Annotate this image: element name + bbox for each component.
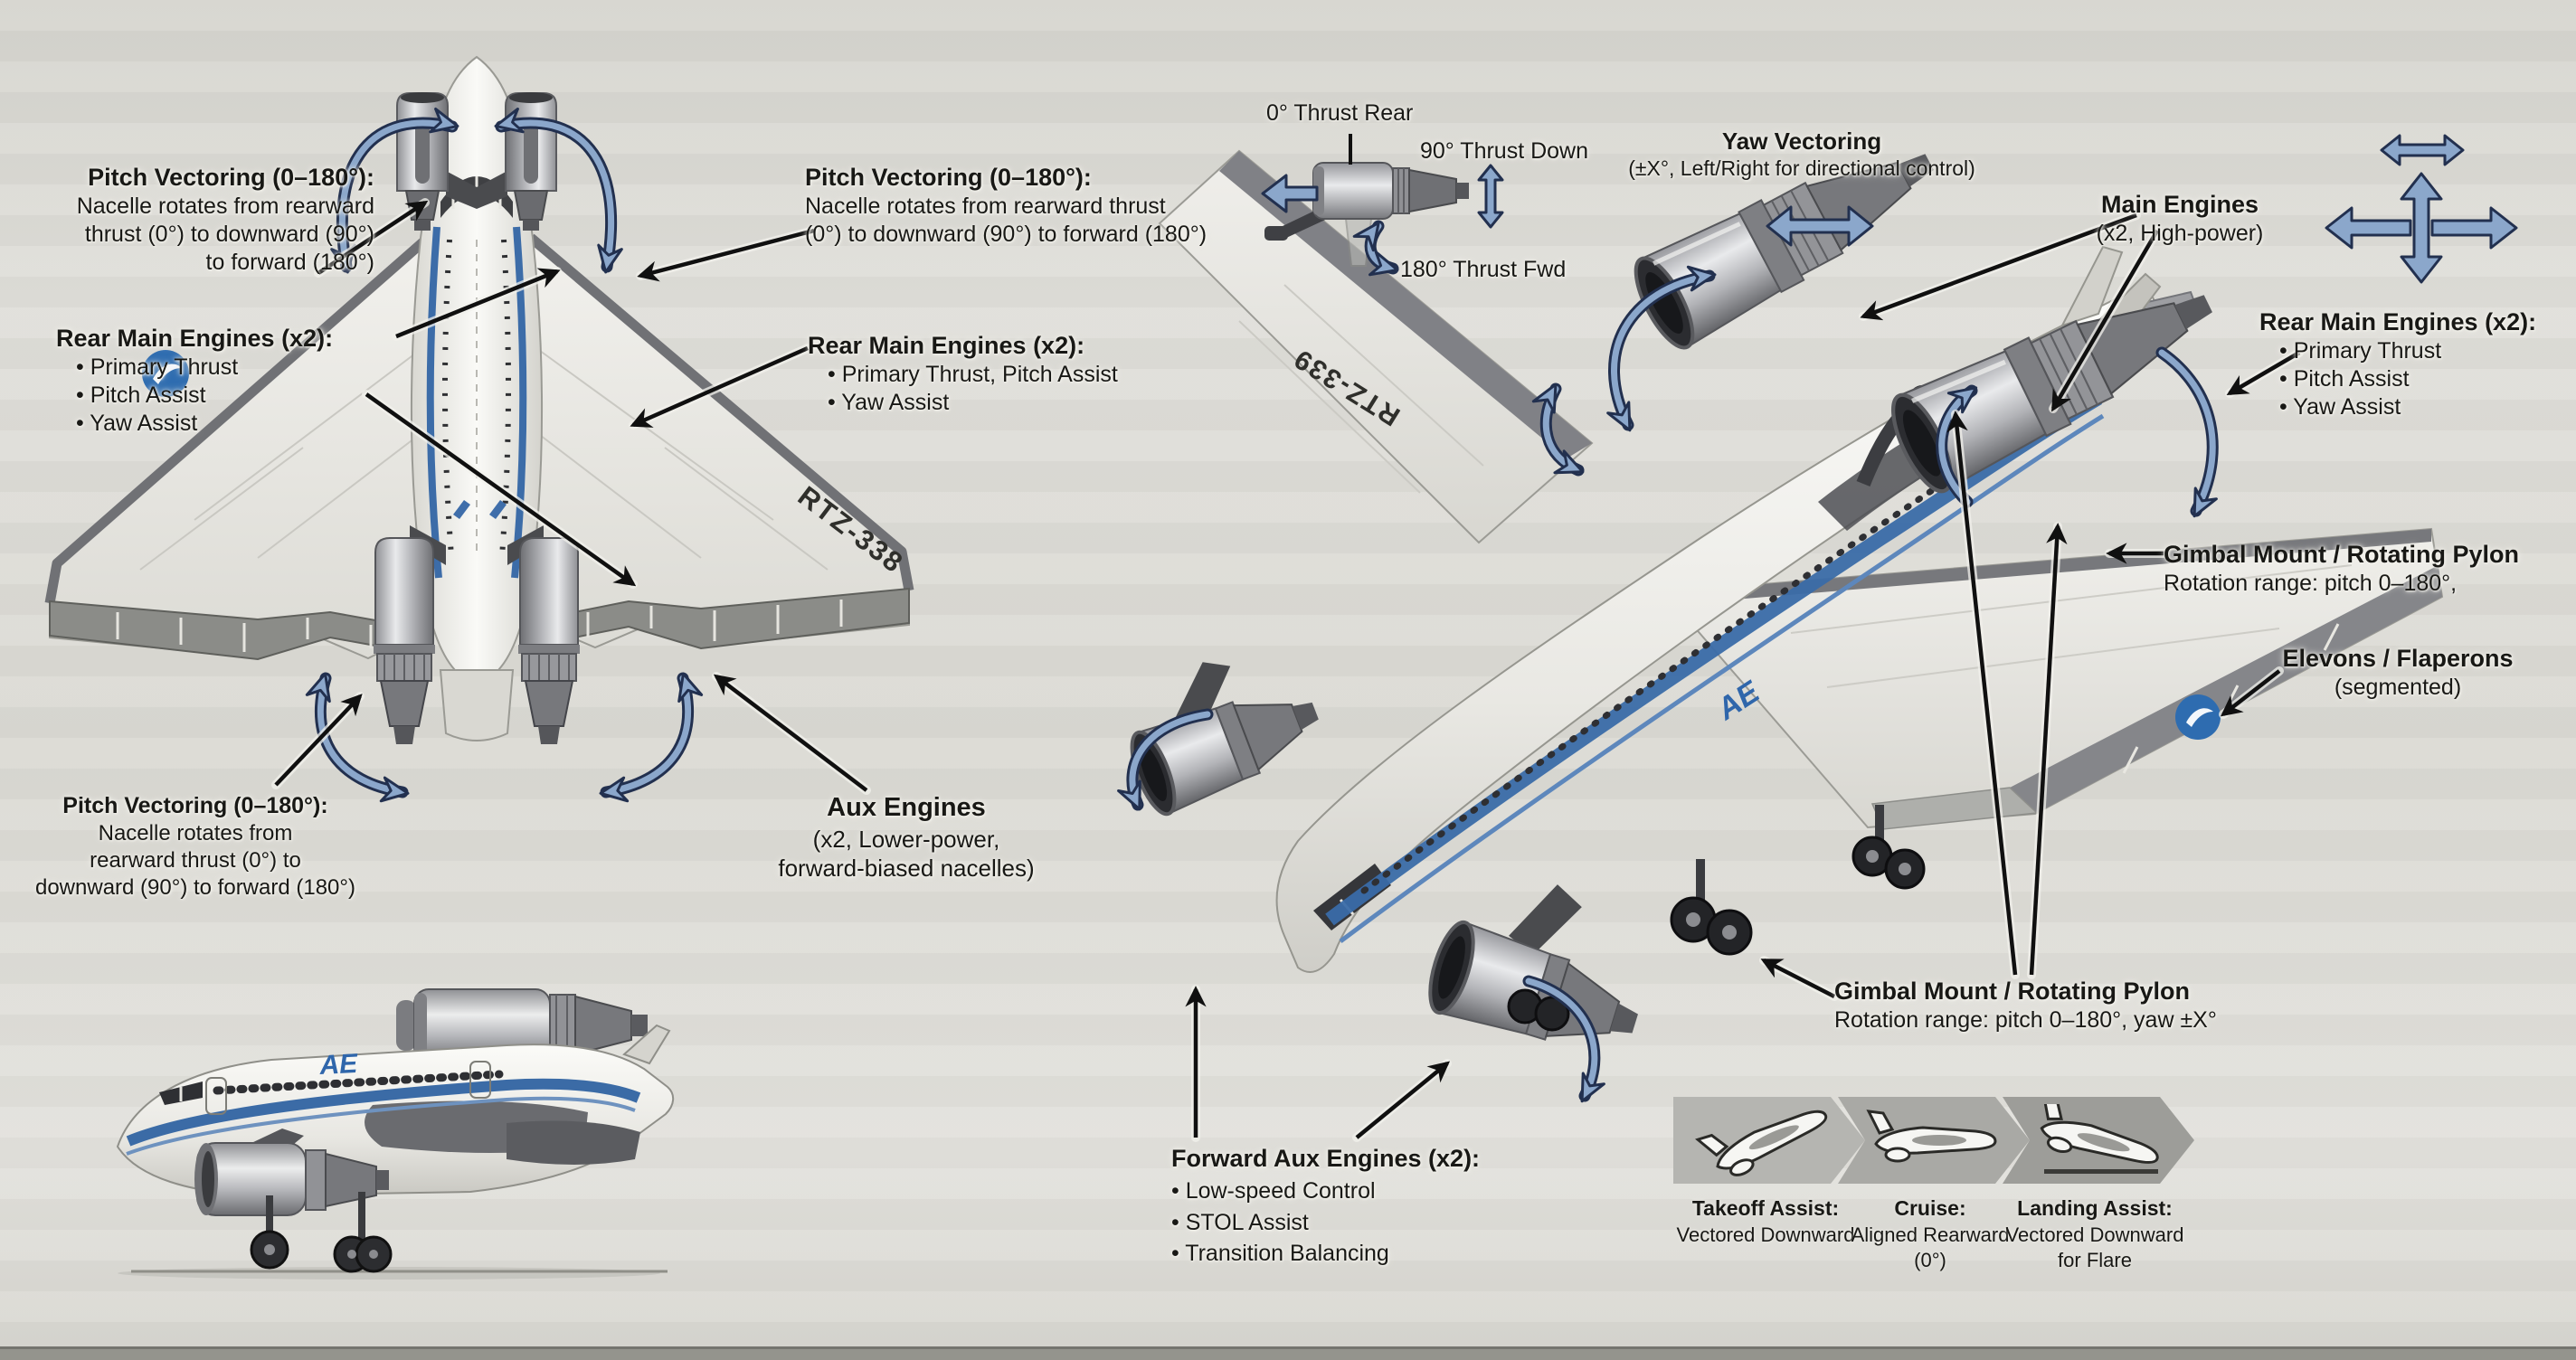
persp-window-row (1360, 402, 2066, 894)
label-elevons: Elevons / Flaperons (segmented) (2282, 645, 2514, 701)
label-forward-aux-engines: Forward Aux Engines (x2): • Low-speed Co… (1171, 1145, 1481, 1267)
side-window-row (213, 1070, 504, 1095)
airline-roundel-wing-icon (2175, 694, 2221, 740)
cross-right-arrow-icon (2430, 206, 2518, 250)
aft-fuselage (439, 669, 515, 741)
cruise-plane-icon (1866, 1110, 1997, 1163)
top-aft-nacelle-right (507, 525, 580, 744)
label-pitch-vectoring-top-left: Pitch Vectoring (0–180°): Nacelle rotate… (25, 163, 374, 277)
takeoff-plane-icon (1695, 1110, 1828, 1176)
elevon-band (2010, 565, 2442, 813)
mode-chevron-landing (2003, 1097, 2194, 1184)
right-blue-accent (511, 226, 527, 579)
tail-fin-left (2060, 245, 2124, 327)
thrust-diagram-nacelle (1264, 162, 1469, 267)
label-yaw-vectoring: Yaw Vectoring (±X°, Left/Right for direc… (1628, 128, 1975, 181)
tr-horizontal-arrow-icon (2380, 134, 2465, 166)
blue-chevron-mark (453, 500, 507, 519)
left-blue-accent (426, 226, 442, 579)
side-blue-stripe (126, 1078, 641, 1147)
mode-label-cruise: Cruise: Aligned Rearward (0°) (1851, 1196, 2010, 1272)
right-leading-edge (527, 233, 914, 592)
main-gear (333, 1192, 393, 1273)
label-pitch-vectoring-bottom-left: Pitch Vectoring (0–180°): Nacelle rotate… (34, 793, 355, 900)
thrust-rear-arrow-icon (1261, 174, 1319, 213)
cross-left-arrow-icon (2325, 206, 2412, 250)
label-gimbal-mount-bottom: Gimbal Mount / Rotating Pylon Rotation r… (1834, 978, 2217, 1034)
thrust-down-arrow-icon (1477, 164, 1504, 229)
yaw-vectoring-arrow-icon (1766, 205, 1874, 247)
cross-vertical-arrow-icon (2400, 172, 2443, 284)
label-main-engines: Main Engines (x2, High-power) (2096, 191, 2264, 247)
annotation-title: Pitch Vectoring (0–180°): (88, 164, 374, 191)
label-rear-main-engines-far-right: Rear Main Engines (x2): • Primary Thrust… (2259, 308, 2537, 420)
aft-fairing (507, 1120, 640, 1165)
mode-label-takeoff: Takeoff Assist: Vectored Downward (1676, 1196, 1855, 1246)
label-gimbal-mount-right: Gimbal Mount / Rotating Pylon Rotation r… (2164, 541, 2519, 597)
bottom-band (0, 1346, 2576, 1360)
label-pitch-vectoring-top-right: Pitch Vectoring (0–180°): Nacelle rotate… (805, 164, 1208, 248)
label-rear-main-engines-right-top: Rear Main Engines (x2): • Primary Thrust… (808, 332, 1118, 416)
persp-main-gear (1507, 805, 1926, 1032)
landing-plane-icon (2040, 1104, 2159, 1174)
blue-arrow-icons (1261, 134, 2518, 284)
annotation-arrows (271, 198, 2304, 1142)
nose-gear (250, 1195, 289, 1270)
perspective-view-aircraft: RTZ-339 AE (1130, 149, 2444, 1041)
mode-label-landing: Landing Assist: Vectored Downward for Fl… (2005, 1196, 2184, 1272)
label-aux-engines: Aux Engines (x2, Lower-power, forward-bi… (778, 793, 1035, 883)
left-leading-edge (44, 233, 431, 604)
airline-roundel-icon (142, 350, 189, 397)
mode-chevron-takeoff (1673, 1097, 1865, 1184)
label-thrust-fwd: 180° Thrust Fwd (1400, 257, 1567, 282)
airline-logo-side: AE (318, 1049, 359, 1081)
forward-aux-nacelle-1 (1130, 662, 1319, 817)
label-rear-main-engines-left: Rear Main Engines (x2): • Primary Thrust… (56, 325, 334, 437)
top-view-aircraft: RTZ-338 (44, 55, 914, 744)
top-upper-nacelle-right (477, 92, 557, 231)
label-thrust-rear: 0° Thrust Rear (1266, 100, 1414, 126)
top-aft-nacelle-left (374, 525, 446, 744)
tail-fin (622, 1024, 671, 1065)
mode-chevron-cruise (1838, 1097, 2030, 1184)
label-thrust-down: 90° Thrust Down (1420, 138, 1589, 164)
blue-curved-arrows (305, 107, 2219, 1109)
side-view-aircraft: AE (116, 988, 675, 1280)
